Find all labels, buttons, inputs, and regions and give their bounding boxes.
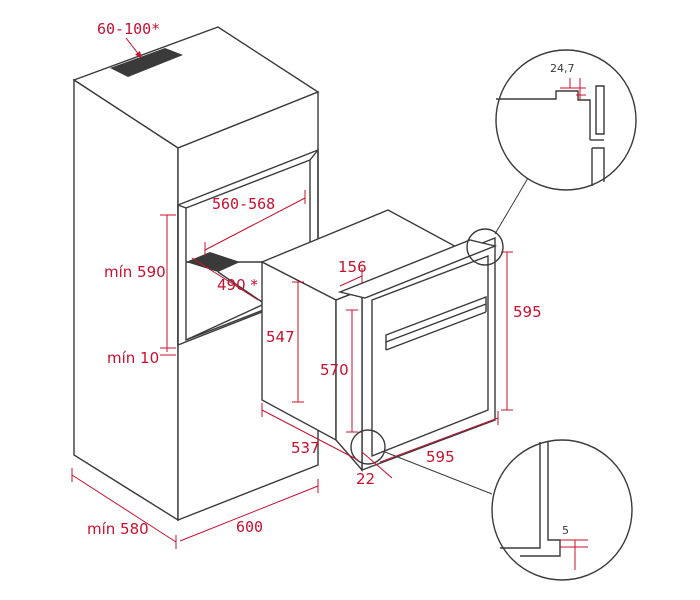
oven-top-depth-label: 156: [338, 258, 367, 276]
niche-width-label: 560-568: [212, 195, 275, 213]
oven-control-top: [337, 239, 498, 299]
niche-height-label: mín 590: [104, 263, 166, 281]
oven-body-height-label: 547: [266, 328, 295, 346]
bottom-gap-label: mín 10: [107, 349, 159, 367]
oven-width-label: 595: [426, 448, 455, 466]
cabinet-left-side: [73, 78, 179, 522]
detail-bottom: [491, 439, 633, 581]
oven-front-height-label: 570: [320, 361, 349, 379]
oven: [260, 209, 498, 472]
oven-door: [371, 254, 489, 458]
ventilation-label: 60-100*: [97, 20, 160, 38]
front-offset-label: 22: [356, 470, 375, 488]
detail-top-label: 24,7: [550, 62, 575, 75]
cabinet-depth-label: mín 580: [87, 520, 149, 538]
dimensions: [71, 37, 513, 549]
oven-depth-label: 537: [291, 439, 320, 457]
detail-top: [495, 49, 637, 191]
detail-bottom-marker: [350, 429, 386, 465]
tall-cabinet: [72, 26, 320, 522]
cabinet-width-label: 600: [236, 518, 263, 536]
ventilation-slot: [110, 48, 183, 77]
detail-top-marker: [466, 228, 504, 266]
oven-height-label: 595: [513, 303, 542, 321]
opening-label: 490 *: [217, 276, 258, 294]
cabinet-front: [177, 90, 319, 522]
oven-front-edge: [335, 288, 363, 472]
detail-bottom-label: 5: [562, 524, 569, 537]
